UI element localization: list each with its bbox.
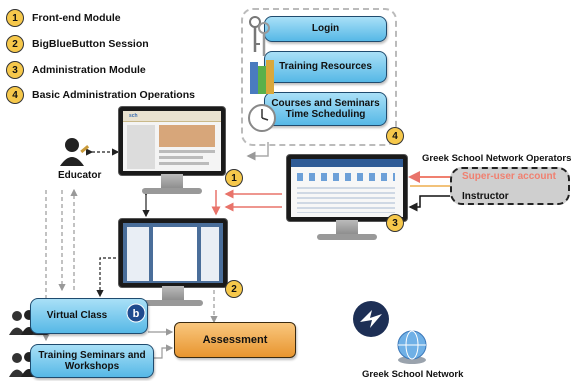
number-badge: 1 bbox=[6, 9, 24, 27]
assessment-box[interactable]: Assessment bbox=[174, 322, 296, 358]
instructor-label: Instructor bbox=[462, 191, 509, 202]
educator-icon bbox=[60, 138, 90, 166]
legend-item-2: 2 BigBlueButton Session bbox=[6, 35, 149, 53]
globe-icon bbox=[397, 330, 427, 364]
training-seminars-label: Training Seminars and Workshops bbox=[38, 349, 146, 373]
number-badge: 3 bbox=[6, 61, 24, 79]
keys-icon bbox=[249, 16, 270, 56]
admin-monitor bbox=[286, 154, 408, 240]
login-box[interactable]: Login bbox=[264, 16, 387, 42]
educator-label: Educator bbox=[58, 170, 102, 181]
legend-item-4: 4 Basic Administration Operations bbox=[6, 86, 195, 104]
admin-ops-badge: 4 bbox=[386, 127, 404, 145]
operators-box bbox=[450, 167, 570, 205]
admin-ops-panel bbox=[241, 8, 397, 146]
legend-label: Front-end Module bbox=[32, 12, 121, 24]
training-resources-label: Training Resources bbox=[279, 61, 372, 73]
admin-screen bbox=[291, 159, 403, 217]
bbb-logo-icon: b bbox=[126, 303, 146, 323]
frontend-monitor: sch bbox=[118, 106, 226, 194]
legend-item-1: 1 Front-end Module bbox=[6, 9, 121, 27]
courses-scheduling-box[interactable]: Courses and Seminars Time Scheduling bbox=[264, 92, 387, 126]
bbb-screen bbox=[123, 223, 223, 283]
courses-scheduling-label: Courses and Seminars Time Scheduling bbox=[271, 97, 380, 121]
network-logo-icon bbox=[353, 301, 389, 337]
frontend-badge: 1 bbox=[225, 169, 243, 187]
legend-label: Basic Administration Operations bbox=[32, 89, 195, 101]
virtual-class-label: Virtual Class bbox=[46, 310, 108, 322]
legend-label: BigBlueButton Session bbox=[32, 38, 149, 50]
training-resources-box[interactable]: Training Resources bbox=[264, 51, 387, 83]
operators-title: Greek School Network Operators bbox=[422, 153, 572, 164]
training-seminars-box[interactable]: Training Seminars and Workshops bbox=[30, 344, 154, 378]
books-icon bbox=[250, 60, 274, 94]
number-badge: 2 bbox=[6, 35, 24, 53]
virtual-class-box[interactable]: Virtual Class bbox=[30, 298, 148, 334]
login-label: Login bbox=[311, 23, 340, 35]
frontend-logo: sch bbox=[129, 113, 138, 119]
assessment-label: Assessment bbox=[202, 334, 268, 346]
bbb-monitor bbox=[118, 218, 228, 306]
clock-icon bbox=[248, 104, 276, 132]
number-badge: 4 bbox=[6, 86, 24, 104]
legend-item-3: 3 Administration Module bbox=[6, 61, 146, 79]
frontend-screen: sch bbox=[123, 111, 221, 171]
svg-text:b: b bbox=[133, 308, 140, 320]
admin-badge: 3 bbox=[386, 214, 404, 232]
legend-label: Administration Module bbox=[32, 64, 146, 76]
bbb-badge: 2 bbox=[225, 280, 243, 298]
super-user-label: Super-user account bbox=[462, 171, 556, 182]
network-label: Greek School Network bbox=[362, 369, 464, 380]
